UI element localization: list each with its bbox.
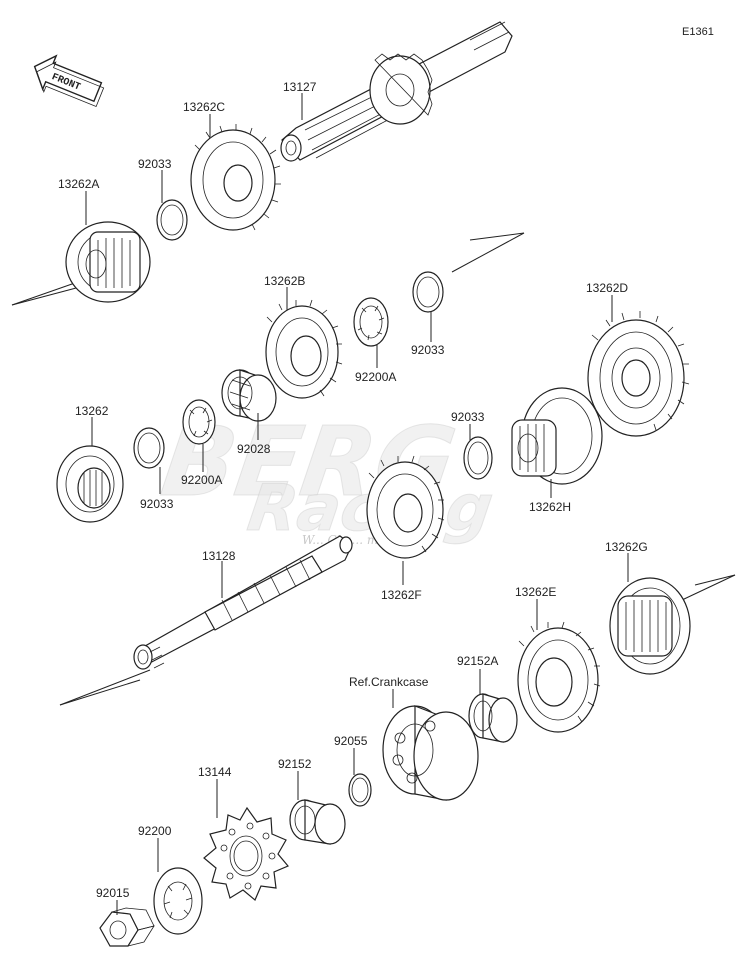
part-13128-shaft[interactable] (133, 535, 353, 670)
part-13262B-gear[interactable] (265, 299, 343, 399)
label-92200[interactable]: 92200 (138, 824, 172, 838)
part-92033-circlip-top[interactable] (156, 199, 188, 241)
part-92028-needle-bearing[interactable] (221, 369, 277, 422)
label-92033-mid[interactable]: 92033 (411, 343, 445, 357)
part-13262G-gear[interactable] (609, 577, 691, 675)
label-92055[interactable]: 92055 (334, 734, 368, 748)
part-13262D-gear[interactable] (587, 311, 690, 437)
label-92200A-left[interactable]: 92200A (181, 473, 222, 487)
part-labels: 13127 13262C 92033 13262A 13262B 92200A … (58, 80, 648, 900)
label-ref-crankcase[interactable]: Ref.Crankcase (349, 675, 429, 689)
part-92055-o-ring[interactable] (348, 773, 372, 807)
label-13262E[interactable]: 13262E (515, 585, 556, 599)
label-92033-left[interactable]: 92033 (140, 497, 174, 511)
label-92033-right[interactable]: 92033 (451, 410, 485, 424)
label-13262C[interactable]: 13262C (183, 100, 225, 114)
watermark-line2: Racing (243, 471, 497, 546)
part-92152A-collar[interactable] (468, 693, 518, 743)
part-92015-nut[interactable] (99, 907, 155, 947)
label-13144[interactable]: 13144 (198, 765, 232, 779)
label-92200A-mid[interactable]: 92200A (355, 370, 396, 384)
label-13262B[interactable]: 13262B (264, 274, 305, 288)
part-92033-circlip-mid[interactable] (412, 271, 444, 313)
part-13262H-gear[interactable] (511, 387, 603, 485)
part-13262-gear[interactable] (56, 445, 124, 523)
label-13262A[interactable]: 13262A (58, 177, 99, 191)
label-13262G[interactable]: 13262G (605, 540, 648, 554)
part-13262A-gear[interactable] (65, 221, 151, 303)
part-13144-sprocket[interactable] (203, 806, 289, 901)
label-13127[interactable]: 13127 (283, 80, 317, 94)
part-92200A-washer-left[interactable] (182, 399, 216, 445)
figure-code: E1361 (682, 26, 714, 38)
label-13262D[interactable]: 13262D (586, 281, 628, 295)
label-13262H[interactable]: 13262H (529, 500, 571, 514)
part-92200A-washer-mid[interactable] (353, 297, 389, 347)
label-92152A[interactable]: 92152A (457, 654, 498, 668)
part-13262F-gear[interactable] (366, 455, 445, 559)
part-13127-shaft[interactable] (280, 21, 513, 162)
label-92033-top[interactable]: 92033 (138, 157, 172, 171)
label-13128[interactable]: 13128 (202, 549, 236, 563)
label-92028[interactable]: 92028 (237, 442, 271, 456)
part-crankcase-bearing (382, 705, 479, 801)
part-92033-circlip-right[interactable] (463, 436, 493, 480)
label-92152[interactable]: 92152 (278, 757, 312, 771)
front-arrow-icon: FRONT (33, 54, 105, 107)
label-92015[interactable]: 92015 (96, 886, 130, 900)
part-13262C-gear[interactable] (190, 124, 281, 231)
part-92200-washer[interactable] (153, 867, 203, 935)
label-13262F[interactable]: 13262F (381, 588, 422, 602)
label-13262[interactable]: 13262 (75, 404, 109, 418)
leader-lines (85, 93, 629, 915)
part-92033-circlip-left[interactable] (133, 427, 165, 469)
part-92152-collar[interactable] (289, 799, 346, 845)
part-13262E-gear[interactable] (517, 621, 601, 733)
